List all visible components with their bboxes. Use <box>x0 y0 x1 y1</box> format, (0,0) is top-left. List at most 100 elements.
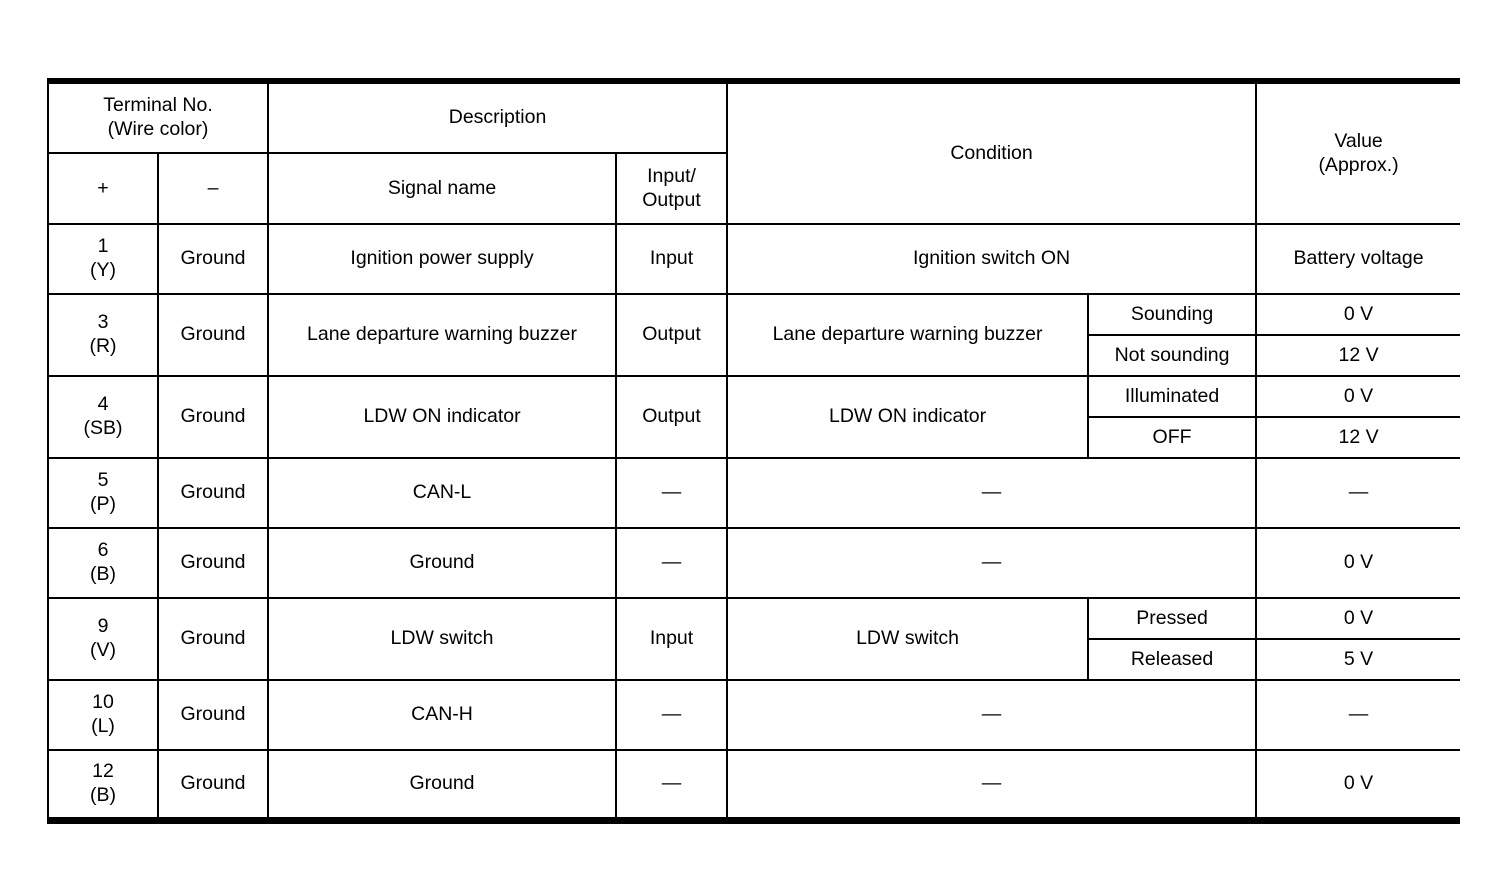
condition-cell: LDW ON indicator <box>726 375 1090 459</box>
header-row-2: + – Signal name Input/ Output <box>47 152 1460 225</box>
condition-cell: LDW switch <box>726 597 1090 681</box>
subcondition-cell: Pressed <box>1087 597 1258 640</box>
wire-color: (L) <box>91 715 115 737</box>
minus-cell: Ground <box>156 679 270 751</box>
value-cell: 0 V <box>1255 527 1461 599</box>
terminal-number: 12 <box>92 759 114 782</box>
input-output-cell: — <box>615 527 729 599</box>
signal-name-cell: LDW switch <box>267 597 618 681</box>
condition-cell: — <box>726 679 1258 751</box>
value-cell: 0 V <box>1255 293 1461 336</box>
table-row: 4 (SB) Ground LDW ON indicator Output LD… <box>47 375 1461 459</box>
value-header-line1: Value <box>1334 129 1383 152</box>
description-header-cell: Description <box>267 80 729 154</box>
table-row: 1 (Y) Ground Ignition power supply Input… <box>47 223 1461 295</box>
signal-name-header-cell: Signal name <box>267 152 618 225</box>
terminal-number: 9 <box>97 615 109 638</box>
minus-cell: Ground <box>156 597 270 681</box>
value-header-cell: Value (Approx.) <box>1255 80 1461 225</box>
input-output-header-line1: Input/ <box>647 164 696 187</box>
table-row: 3 (R) Ground Lane departure warning buzz… <box>47 293 1461 377</box>
table-row: 12 (B) Ground Ground — — 0 V <box>47 749 1461 821</box>
subcondition-cell: OFF <box>1087 416 1258 459</box>
input-output-header-cell: Input/ Output <box>615 152 729 225</box>
table-subrow: OFF 12 V <box>48 416 1461 459</box>
table-row: 6 (B) Ground Ground — — 0 V <box>47 527 1461 599</box>
minus-cell: Ground <box>156 223 270 295</box>
table-subrow: Not sounding 12 V <box>48 334 1461 377</box>
input-output-header-line2: Output <box>642 188 701 211</box>
wire-color: (B) <box>90 563 116 585</box>
terminal-cell: 6 (B) <box>47 527 159 599</box>
terminal-number: 4 <box>97 393 109 416</box>
plus-header-cell: + <box>47 152 159 225</box>
wire-color: (B) <box>90 783 116 806</box>
input-output-cell: — <box>615 679 729 751</box>
terminal-number: 5 <box>97 469 109 492</box>
table-row: 10 (L) Ground CAN-H — — — <box>47 679 1461 751</box>
terminal-number: 1 <box>97 235 109 258</box>
subcondition-cell: Sounding <box>1087 293 1258 336</box>
value-cell: — <box>1255 457 1461 529</box>
subcondition-cell: Not sounding <box>1087 334 1258 377</box>
value-header-line2: (Approx.) <box>1318 153 1399 176</box>
condition-header-cell: Condition <box>726 80 1258 225</box>
value-cell: — <box>1255 679 1461 751</box>
input-output-cell: Output <box>615 375 729 459</box>
value-cell: 0 V <box>1255 749 1461 821</box>
value-cell: 12 V <box>1255 334 1461 377</box>
value-cell: Battery voltage <box>1255 223 1461 295</box>
value-cell: 0 V <box>1255 375 1461 418</box>
condition-cell: Lane departure warning buzzer <box>726 293 1090 377</box>
terminal-cell: 10 (L) <box>47 679 159 751</box>
condition-cell: — <box>726 457 1258 529</box>
value-cell: 0 V <box>1255 597 1461 640</box>
terminal-number: 10 <box>92 691 114 714</box>
input-output-cell: Input <box>615 223 729 295</box>
minus-cell: Ground <box>156 457 270 529</box>
value-cell: 12 V <box>1255 416 1461 459</box>
table-row: 9 (V) Ground LDW switch Input LDW switch… <box>47 597 1461 681</box>
signal-name-cell: CAN-L <box>267 457 618 529</box>
header-row-1: Terminal No. (Wire color) Description Co… <box>46 80 1461 225</box>
terminal-no-header-cell: Terminal No. (Wire color) <box>46 80 270 154</box>
condition-cell: Ignition switch ON <box>726 223 1258 295</box>
condition-cell: — <box>726 527 1258 599</box>
wire-color: (R) <box>89 335 117 357</box>
signal-name-cell: LDW ON indicator <box>267 375 618 459</box>
terminal-spec-table-wrap: Terminal No. (Wire color) Description Co… <box>46 78 1461 824</box>
terminal-spec-table: Terminal No. (Wire color) Description Co… <box>46 78 1461 824</box>
wire-color: (V) <box>90 639 116 661</box>
signal-name-cell: CAN-H <box>267 679 618 751</box>
terminal-cell: 12 (B) <box>47 749 159 821</box>
minus-cell: Ground <box>156 527 270 599</box>
terminal-number: 3 <box>97 311 109 334</box>
subcondition-cell: Illuminated <box>1087 375 1258 418</box>
input-output-cell: Input <box>615 597 729 681</box>
wire-color: (Y) <box>90 259 116 281</box>
minus-header-cell: – <box>156 152 270 225</box>
value-cell: 5 V <box>1255 638 1461 681</box>
input-output-cell: — <box>615 457 729 529</box>
signal-name-cell: Lane departure warning buzzer <box>267 293 618 377</box>
signal-name-cell: Ignition power supply <box>267 223 618 295</box>
minus-cell: Ground <box>156 293 270 377</box>
condition-cell: — <box>726 749 1258 821</box>
table-subrow: Released 5 V <box>48 638 1461 681</box>
input-output-cell: — <box>615 749 729 821</box>
signal-name-cell: Ground <box>267 749 618 821</box>
minus-cell: Ground <box>156 749 270 821</box>
terminal-cell: 5 (P) <box>47 457 159 529</box>
input-output-cell: Output <box>615 293 729 377</box>
minus-cell: Ground <box>156 375 270 459</box>
subcondition-cell: Released <box>1087 638 1258 681</box>
terminal-cell: 1 (Y) <box>47 223 159 295</box>
terminal-no-header-line2: (Wire color) <box>107 118 209 140</box>
terminal-number: 6 <box>97 539 109 562</box>
terminal-cell: 9 (V) <box>47 597 159 681</box>
wire-color: (P) <box>90 493 116 515</box>
terminal-cell: 4 (SB) <box>47 375 159 459</box>
terminal-no-header-line1: Terminal No. <box>103 94 213 117</box>
signal-name-cell: Ground <box>267 527 618 599</box>
